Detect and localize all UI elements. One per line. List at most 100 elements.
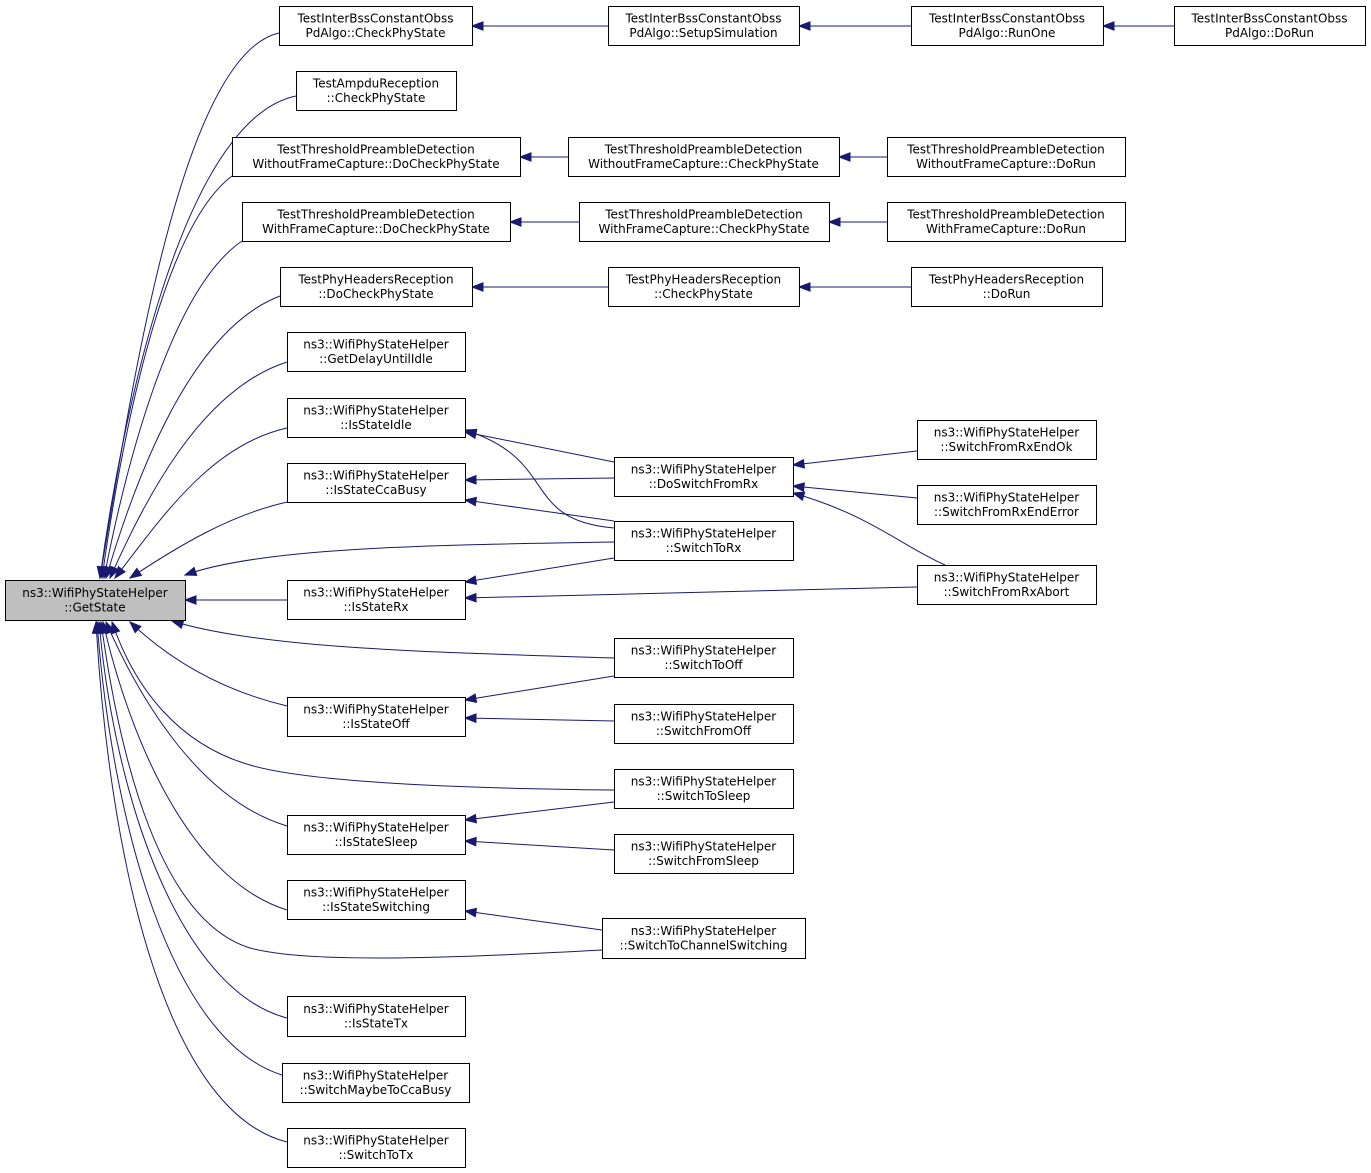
edge-n10-to-n9 bbox=[508, 217, 579, 227]
node-box[interactable] bbox=[887, 137, 1126, 177]
node-label-line: ns3::WifiPhyStateHelper bbox=[303, 1134, 449, 1148]
node-box[interactable] bbox=[296, 71, 457, 111]
edge-line bbox=[103, 240, 243, 579]
node-n28[interactable]: ns3::WifiPhyStateHelper::IsStateSleep bbox=[287, 815, 466, 855]
arrowhead-icon bbox=[791, 491, 806, 501]
node-box[interactable] bbox=[5, 580, 186, 621]
node-box[interactable] bbox=[287, 332, 466, 372]
node-box[interactable] bbox=[911, 6, 1104, 46]
node-n31[interactable]: ns3::WifiPhyStateHelper::SwitchToChannel… bbox=[602, 918, 806, 959]
node-n12[interactable]: TestPhyHeadersReception::DoCheckPhyState bbox=[280, 267, 473, 307]
node-box[interactable] bbox=[614, 834, 794, 874]
node-n5[interactable]: TestAmpduReception::CheckPhyState bbox=[296, 71, 457, 111]
node-box[interactable] bbox=[282, 1063, 470, 1103]
node-box[interactable] bbox=[917, 420, 1097, 460]
node-box[interactable] bbox=[614, 704, 794, 744]
node-box[interactable] bbox=[608, 267, 800, 307]
node-n10[interactable]: TestThresholdPreambleDetectionWithFrameC… bbox=[579, 202, 830, 242]
node-n15[interactable]: ns3::WifiPhyStateHelper::GetDelayUntilId… bbox=[287, 332, 466, 372]
node-n1[interactable]: TestInterBssConstantObssPdAlgo::CheckPhy… bbox=[279, 6, 473, 46]
node-n11[interactable]: TestThresholdPreambleDetectionWithFrameC… bbox=[887, 202, 1126, 242]
node-label-line: ns3::WifiPhyStateHelper bbox=[303, 1069, 449, 1083]
node-box[interactable] bbox=[917, 565, 1097, 605]
node-label-line: WithoutFrameCapture::CheckPhyState bbox=[588, 157, 819, 171]
node-n23[interactable]: ns3::WifiPhyStateHelper::IsStateRx bbox=[287, 580, 466, 620]
node-box[interactable] bbox=[614, 457, 794, 497]
node-n7[interactable]: TestThresholdPreambleDetectionWithoutFra… bbox=[568, 137, 840, 177]
node-box[interactable] bbox=[287, 815, 466, 855]
arrowhead-icon bbox=[183, 595, 197, 605]
node-box[interactable] bbox=[1174, 6, 1366, 46]
node-n18[interactable]: ns3::WifiPhyStateHelper::SwitchFromRxEnd… bbox=[917, 420, 1097, 460]
node-box[interactable] bbox=[287, 996, 466, 1037]
node-box[interactable] bbox=[287, 697, 466, 737]
arrowhead-icon bbox=[463, 907, 478, 918]
node-label-line: ::CheckPhyState bbox=[327, 91, 426, 105]
node-n20[interactable]: ns3::WifiPhyStateHelper::SwitchFromRxAbo… bbox=[917, 565, 1097, 605]
edge-line bbox=[99, 95, 297, 579]
node-label-line: TestPhyHeadersReception bbox=[625, 273, 781, 287]
node-n27[interactable]: ns3::WifiPhyStateHelper::SwitchToSleep bbox=[614, 769, 794, 809]
node-box[interactable] bbox=[232, 137, 521, 177]
node-n14[interactable]: TestPhyHeadersReception::DoRun bbox=[911, 267, 1103, 307]
edge-line bbox=[792, 492, 946, 566]
node-n24[interactable]: ns3::WifiPhyStateHelper::SwitchToOff bbox=[614, 638, 794, 678]
node-box[interactable] bbox=[568, 137, 840, 177]
node-n33[interactable]: ns3::WifiPhyStateHelper::SwitchMaybeToCc… bbox=[282, 1063, 470, 1103]
node-label-line: TestInterBssConstantObss bbox=[296, 12, 453, 26]
node-n17[interactable]: ns3::WifiPhyStateHelper::DoSwitchFromRx bbox=[614, 457, 794, 497]
node-box[interactable] bbox=[287, 463, 466, 503]
edge-n12-to-n0 bbox=[104, 295, 281, 580]
node-n21[interactable]: ns3::WifiPhyStateHelper::SwitchToRx bbox=[614, 521, 794, 561]
arrowhead-icon bbox=[463, 836, 477, 847]
node-label-line: ::GetDelayUntilIdle bbox=[319, 352, 433, 366]
node-label-line: PdAlgo::CheckPhyState bbox=[305, 26, 445, 40]
node-label-line: ns3::WifiPhyStateHelper bbox=[303, 469, 449, 483]
node-box[interactable] bbox=[279, 6, 473, 46]
edge-line bbox=[105, 295, 281, 579]
node-box[interactable] bbox=[579, 202, 830, 242]
arrowhead-icon bbox=[463, 496, 478, 507]
node-box[interactable] bbox=[287, 880, 466, 920]
node-box[interactable] bbox=[917, 485, 1097, 525]
node-label-line: TestPhyHeadersReception bbox=[297, 273, 453, 287]
node-n22[interactable]: ns3::WifiPhyStateHelper::IsStateCcaBusy bbox=[287, 463, 466, 503]
node-n32[interactable]: ns3::WifiPhyStateHelper::IsStateTx bbox=[287, 996, 466, 1037]
node-root-getstate[interactable]: ns3::WifiPhyStateHelper::GetState bbox=[5, 580, 186, 621]
node-n26[interactable]: ns3::WifiPhyStateHelper::SwitchFromOff bbox=[614, 704, 794, 744]
node-n25[interactable]: ns3::WifiPhyStateHelper::IsStateOff bbox=[287, 697, 466, 737]
node-label-line: TestThresholdPreambleDetection bbox=[906, 143, 1105, 157]
node-box[interactable] bbox=[614, 521, 794, 561]
node-box[interactable] bbox=[608, 6, 800, 46]
node-n9[interactable]: TestThresholdPreambleDetectionWithFrameC… bbox=[242, 202, 511, 242]
node-n13[interactable]: TestPhyHeadersReception::CheckPhyState bbox=[608, 267, 800, 307]
node-box[interactable] bbox=[287, 398, 466, 438]
node-box[interactable] bbox=[911, 267, 1103, 307]
node-n2[interactable]: TestInterBssConstantObssPdAlgo::SetupSim… bbox=[608, 6, 800, 46]
node-label-line: TestAmpduReception bbox=[312, 77, 439, 91]
node-label-line: TestThresholdPreambleDetection bbox=[604, 143, 803, 157]
node-box[interactable] bbox=[887, 202, 1126, 242]
node-n19[interactable]: ns3::WifiPhyStateHelper::SwitchFromRxEnd… bbox=[917, 485, 1097, 525]
node-box[interactable] bbox=[602, 918, 806, 959]
node-box[interactable] bbox=[280, 267, 473, 307]
node-box[interactable] bbox=[287, 1128, 466, 1168]
node-n16[interactable]: ns3::WifiPhyStateHelper::IsStateIdle bbox=[287, 398, 466, 438]
node-n8[interactable]: TestThresholdPreambleDetectionWithoutFra… bbox=[887, 137, 1126, 177]
node-box[interactable] bbox=[242, 202, 511, 242]
node-n6[interactable]: TestThresholdPreambleDetectionWithoutFra… bbox=[232, 137, 521, 177]
arrowhead-icon bbox=[827, 217, 841, 227]
node-label-line: ns3::WifiPhyStateHelper bbox=[934, 426, 1080, 440]
edge-line bbox=[464, 910, 603, 931]
edge-line bbox=[101, 175, 233, 579]
edge-n1-to-n0 bbox=[97, 32, 280, 580]
node-box[interactable] bbox=[614, 638, 794, 678]
node-box[interactable] bbox=[614, 769, 794, 809]
node-n34[interactable]: ns3::WifiPhyStateHelper::SwitchToTx bbox=[287, 1128, 466, 1168]
node-n29[interactable]: ns3::WifiPhyStateHelper::SwitchFromSleep bbox=[614, 834, 794, 874]
node-box[interactable] bbox=[287, 580, 466, 620]
node-n30[interactable]: ns3::WifiPhyStateHelper::IsStateSwitchin… bbox=[287, 880, 466, 920]
node-label-line: ::SwitchFromRxEndError bbox=[934, 505, 1079, 519]
